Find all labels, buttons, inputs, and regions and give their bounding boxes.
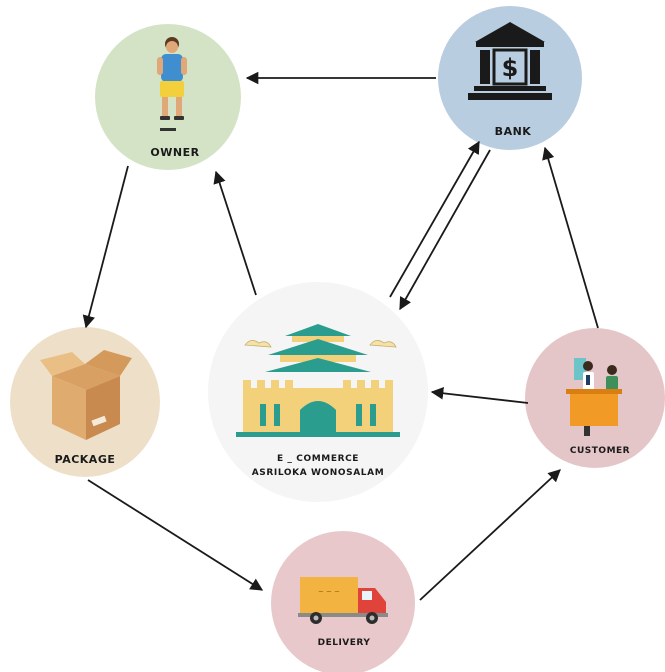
svg-text:~ ~ ~: ~ ~ ~ [318, 588, 340, 596]
bank-label: BANK [494, 125, 532, 138]
owner-label: OWNER [150, 146, 200, 159]
edge-bank-to-center [399, 149, 491, 311]
center-label-line1: E _ COMMERCE [276, 454, 360, 464]
customer-label: CUSTOMER [569, 446, 631, 456]
customer-service-icon [566, 358, 622, 436]
edge-customer-to-bank [542, 146, 599, 329]
box-icon [40, 350, 132, 440]
edge-center-to-bank [389, 140, 480, 298]
truck-icon: ~ ~ ~ [298, 577, 388, 624]
package-label: PACKAGE [54, 453, 116, 466]
palace-icon [236, 324, 400, 437]
edge-delivery-to-customer [419, 469, 561, 601]
bank-node [438, 6, 582, 150]
edge-center-to-owner [213, 170, 257, 296]
edge-customer-to-center [430, 387, 529, 404]
svg-text:$: $ [502, 54, 519, 82]
bank-icon: $ [468, 22, 552, 100]
delivery-label: DELIVERY [317, 638, 371, 648]
edge-owner-to-package [82, 165, 129, 329]
person-icon [157, 37, 187, 131]
center-label-line2: ASRILOKA WONOSALAM [251, 468, 385, 478]
edges-group [82, 71, 599, 601]
edge-package-to-delivery [87, 479, 264, 591]
